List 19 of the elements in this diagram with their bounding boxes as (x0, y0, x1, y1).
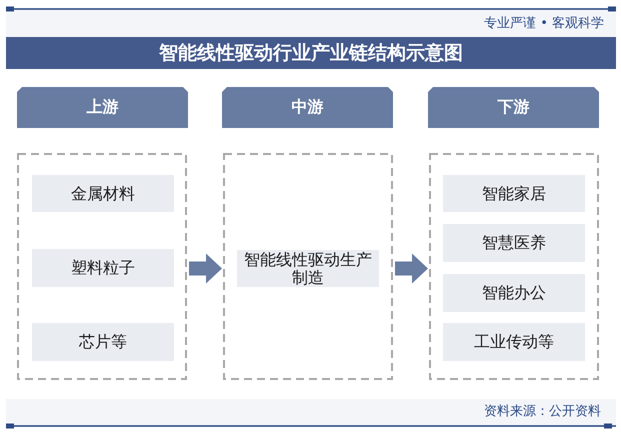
item-box: 智能办公 (443, 274, 585, 312)
arrow (395, 254, 428, 284)
source-note: 资料来源：公开资料 (484, 403, 601, 421)
item-box: 塑料粒子 (32, 249, 174, 287)
item-box: 芯片等 (32, 323, 174, 361)
arrow (189, 254, 222, 284)
item-box: 金属材料 (32, 175, 174, 212)
dashed-frame (223, 153, 393, 380)
item-box: 智慧医养 (443, 224, 585, 262)
stage-header: 上游 (17, 87, 188, 128)
stage-header: 中游 (222, 87, 393, 128)
item-box: 智能线性驱动生产制造 (237, 250, 379, 287)
title-banner: 智能线性驱动行业产业链结构示意图 (6, 37, 616, 69)
dashed-frame (17, 153, 187, 380)
dashed-frame (429, 153, 599, 380)
item-box: 工业传动等 (443, 323, 585, 361)
item-box: 智能家居 (443, 175, 585, 212)
tagline: 专业严谨 • 客观科学 (484, 15, 604, 33)
stage-header: 下游 (428, 87, 599, 128)
